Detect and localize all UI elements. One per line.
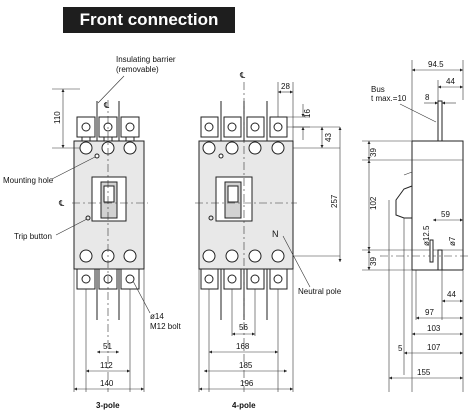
dim-39-bottom: 39 xyxy=(369,257,378,266)
dim-44-top: 44 xyxy=(446,77,455,86)
trip-button-icon xyxy=(85,215,91,221)
title-banner: Front connection xyxy=(63,7,235,33)
three-pole-caption: 3-pole xyxy=(96,401,120,410)
four-pole-centerline-symbol: ℄ xyxy=(239,71,246,80)
side-view: 94.5 44 8 Bus t max.=10 39 102 39 59 ø12… xyxy=(362,60,470,392)
bus-thickness-label: t max.=10 xyxy=(371,94,407,103)
four-pole-bottom-terminals xyxy=(200,268,288,290)
neutral-mark: N xyxy=(272,229,279,239)
dim-94-5: 94.5 xyxy=(428,60,444,69)
four-pole-top-terminals xyxy=(200,116,288,138)
dim-168: 168 xyxy=(236,342,250,351)
dim-28: 28 xyxy=(281,82,290,91)
dim-16: 16 xyxy=(303,109,312,118)
dim-110: 110 xyxy=(53,111,62,124)
four-pole-mounting-hole-icon xyxy=(218,153,224,159)
bolt-diameter-label: ø14 xyxy=(150,312,164,321)
four-pole-view: N ℄ xyxy=(195,71,342,410)
four-pole-trip-button-icon xyxy=(208,215,214,221)
dim-112: 112 xyxy=(100,361,113,370)
dim-59: 59 xyxy=(441,210,450,219)
removable-label: (removable) xyxy=(116,65,159,74)
page-title: Front connection xyxy=(79,10,219,29)
dim-5: 5 xyxy=(398,344,403,353)
bus-label: Bus xyxy=(371,85,385,94)
neutral-pole-label: Neutral pole xyxy=(298,287,342,296)
insulating-barrier-label: Insulating barrier xyxy=(116,55,176,64)
trip-button-label: Trip button xyxy=(14,232,52,241)
dim-103: 103 xyxy=(427,324,441,333)
dim-dia-7: ø7 xyxy=(448,236,457,246)
dim-56: 56 xyxy=(239,323,248,332)
insulating-barrier-lines xyxy=(96,101,120,320)
dim-185: 185 xyxy=(239,361,253,370)
dim-39-top: 39 xyxy=(369,148,378,157)
four-pole-caption: 4-pole xyxy=(232,401,256,410)
dim-155: 155 xyxy=(417,368,431,377)
dim-107: 107 xyxy=(427,343,441,352)
dim-102: 102 xyxy=(369,196,378,210)
mounting-hole-label: Mounting hole xyxy=(3,176,54,185)
dim-8: 8 xyxy=(425,93,430,102)
dim-dia-12-5: ø12.5 xyxy=(422,225,431,246)
dim-140: 140 xyxy=(100,379,114,388)
side-handle xyxy=(395,185,413,219)
dim-43: 43 xyxy=(324,133,333,142)
dim-51: 51 xyxy=(103,342,112,351)
dim-196: 196 xyxy=(240,379,254,388)
four-pole-top-screws xyxy=(202,141,285,155)
bolt-size-label: M12 bolt xyxy=(150,322,181,331)
mounting-hole-icon xyxy=(94,153,100,159)
three-pole-view: ℄ ℄ 110 51 112 140 3-pole Insulating bar… xyxy=(3,55,181,410)
centerline-symbol-top: ℄ xyxy=(103,101,110,110)
dim-257: 257 xyxy=(330,194,339,208)
centerline-symbol-left: ℄ xyxy=(58,199,65,208)
dim-97: 97 xyxy=(425,308,434,317)
bus-bar-bottom xyxy=(437,249,443,271)
dim-44-bottom: 44 xyxy=(447,290,456,299)
bus-bar-top xyxy=(437,100,443,142)
four-pole-bottom-screws xyxy=(202,249,285,263)
